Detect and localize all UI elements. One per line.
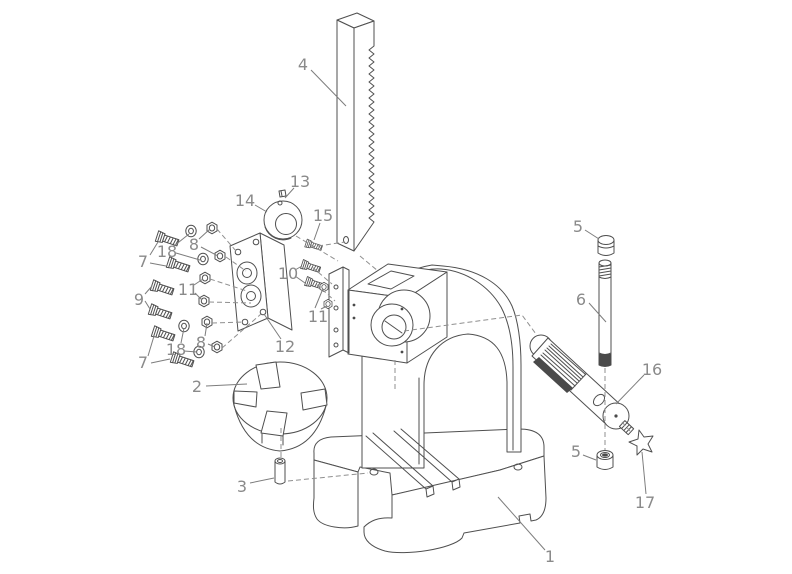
part-label-18b: 18 (166, 340, 186, 359)
part-label-3: 3 (237, 477, 247, 496)
part-label-4: 4 (298, 55, 308, 74)
handle-rod (598, 259, 612, 367)
part-label-11b: 11 (308, 307, 328, 326)
press-head (347, 263, 448, 364)
head-gib-plate (328, 266, 350, 358)
star-knob (618, 420, 654, 456)
part-label-7a: 7 (138, 252, 148, 271)
part-label-2: 2 (192, 377, 202, 396)
part-label-15: 15 (313, 206, 333, 225)
handle-cap-top (597, 235, 615, 256)
head-screws (300, 238, 333, 310)
part-label-11a: 11 (178, 280, 198, 299)
part-label-13: 13 (290, 172, 310, 191)
part-label-1: 1 (545, 547, 555, 566)
part-label-10: 10 (278, 264, 298, 283)
alignment-centerlines (208, 228, 631, 482)
part-label-8b: 8 (196, 333, 206, 352)
part-label-17: 17 (635, 493, 655, 512)
part-label-16: 16 (642, 360, 662, 379)
callout-labels: 4 13 14 15 7 18 8 9 11 10 11 7 18 8 12 2… (134, 55, 662, 566)
part-label-18a: 18 (157, 242, 177, 261)
base-table-track (365, 428, 461, 498)
part-label-6: 6 (576, 290, 586, 309)
handle-cap-bottom (596, 450, 614, 470)
collar (263, 189, 303, 241)
part-label-12: 12 (275, 337, 295, 356)
ram-rack (336, 12, 375, 252)
cover-plate (229, 232, 293, 332)
locating-pin (274, 457, 286, 485)
part-label-9: 9 (134, 290, 144, 309)
set-screw (278, 189, 287, 198)
callout-leaders (144, 69, 647, 551)
part-label-7b: 7 (138, 353, 148, 372)
part-label-5b: 5 (571, 442, 581, 461)
part-label-8a: 8 (189, 235, 199, 254)
part-label-5a: 5 (573, 217, 583, 236)
pinion-shaft (529, 334, 630, 430)
slotted-table-plate (232, 361, 328, 452)
part-label-14: 14 (235, 191, 255, 210)
